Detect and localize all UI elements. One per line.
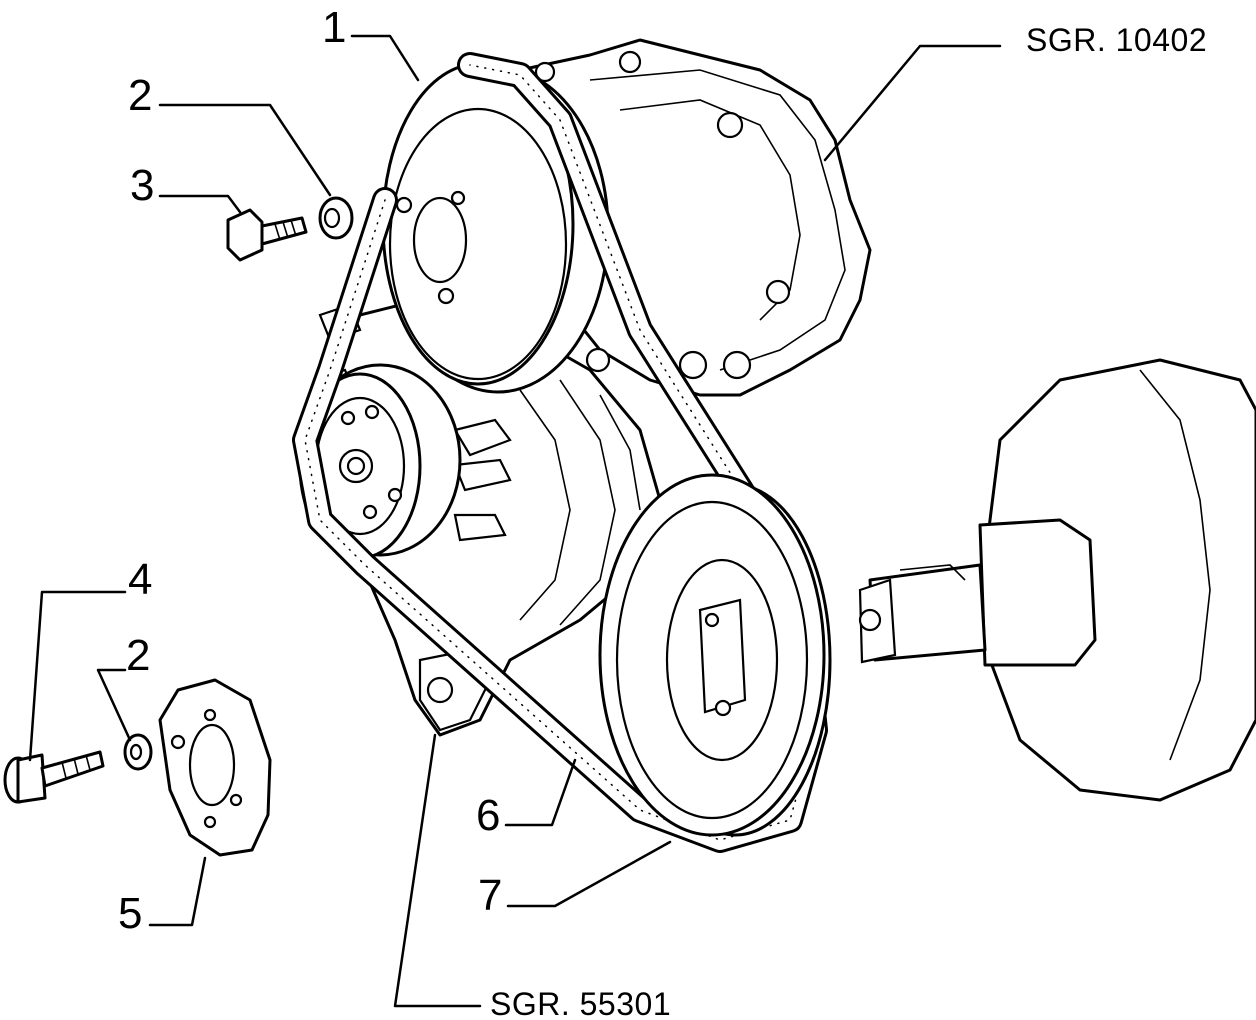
callout-7: 7 <box>478 871 503 920</box>
crankshaft <box>858 358 1256 802</box>
washer-top <box>318 196 354 240</box>
bolt-socket-head <box>3 750 105 804</box>
bolt-hex <box>226 208 308 262</box>
callout-2-top: 2 <box>128 71 153 120</box>
callout-1: 1 <box>322 3 347 52</box>
callout-3: 3 <box>130 161 155 210</box>
callout-5: 5 <box>118 889 143 938</box>
crankshaft-pulley <box>598 473 832 837</box>
reference-sgr-10402: SGR. 10402 <box>1026 22 1208 58</box>
callout-4: 4 <box>128 555 153 604</box>
leader-lines <box>28 34 1002 1008</box>
washer-bottom <box>123 733 153 771</box>
alternator-pulley <box>298 363 462 560</box>
callout-2-bottom: 2 <box>126 631 151 680</box>
pump-housing <box>518 38 872 397</box>
drive-belt <box>292 52 828 853</box>
reference-sgr-55301: SGR. 55301 <box>490 986 672 1020</box>
hub-flange <box>158 678 272 857</box>
callout-6: 6 <box>476 791 501 840</box>
water-pump-pulley <box>381 62 610 394</box>
